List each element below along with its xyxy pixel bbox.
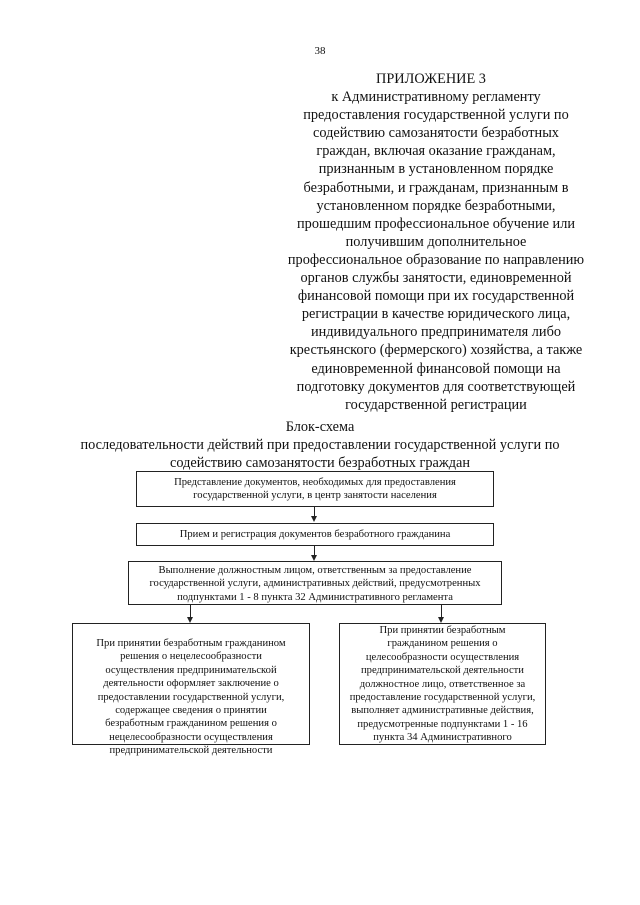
text-line: подпунктами 1 - 8 пункта 32 Администрати… — [177, 591, 453, 603]
text-line: гражданином решения о — [387, 638, 498, 650]
text-line: предпринимательской деятельности — [109, 745, 273, 757]
text-line: прошедшим профессиональное обучение или — [297, 215, 575, 232]
flowchart-heading: Блок-схема последовательности действий п… — [0, 419, 640, 472]
text-line: органов службы занятости, единовременной — [300, 270, 572, 287]
arrow-down-icon — [311, 555, 317, 561]
flowchart-subtitle: последовательности действий при предоста… — [0, 437, 640, 473]
text-line: подготовку документов для соответствующе… — [296, 378, 576, 395]
page-number: 38 — [314, 45, 326, 57]
appendix-header: ПРИЛОЖЕНИЕ 3 к Административному регламе… — [268, 70, 604, 414]
flow-step-submit-documents: Представление документов, необходимых дл… — [136, 471, 494, 507]
text-line: предпринимательской деятельности — [361, 665, 524, 677]
flow-step-register-documents: Прием и регистрация документов безработн… — [136, 523, 494, 546]
text-line: содержащее сведения о принятии — [115, 705, 267, 717]
connector-line — [190, 605, 191, 619]
text-line: Выполнение должностным лицом, ответствен… — [158, 565, 472, 576]
text-line: финансовой помощи при их государственной — [297, 288, 575, 305]
text-line: решения о нецелесообразности — [120, 651, 262, 663]
text-line: Прием и регистрация документов безработн… — [179, 529, 451, 540]
text-line: государственной регистрации — [345, 396, 527, 413]
text-line: единовременной финансовой помощи на — [311, 360, 561, 377]
text-line: пункта 34 Административного — [373, 732, 512, 744]
text-line: государственной услуги, в центр занятост… — [193, 490, 437, 502]
text-line: профессиональное образование по направле… — [287, 251, 585, 268]
text-line: При принятии безработным гражданином — [96, 638, 286, 649]
text-line: индивидуального предпринимателя либо — [310, 324, 561, 341]
text-line: содействию самозанятости безработных гра… — [170, 454, 470, 471]
text-line: предусмотренные подпунктами 1 - 16 — [357, 718, 528, 730]
arrow-down-icon — [438, 617, 444, 623]
text-line: предоставлении государственной услуги, — [97, 691, 285, 703]
text-line: последовательности действий при предоста… — [80, 436, 560, 453]
text-line: Представление документов, необходимых дл… — [174, 477, 456, 488]
connector-line — [441, 605, 442, 619]
text-line: получившим дополнительное — [345, 233, 527, 250]
arrow-down-icon — [311, 516, 317, 522]
flowchart-title: Блок-схема — [285, 419, 355, 435]
text-line: безработным гражданином решения о — [105, 718, 277, 730]
arrow-down-icon — [187, 617, 193, 623]
text-line: признанным в установленном порядке — [318, 161, 554, 178]
text-line: безработными, и гражданам, признанным в — [303, 179, 569, 196]
flow-step-administrative-actions: Выполнение должностным лицом, ответствен… — [128, 561, 502, 605]
text-line: должностное лицо, ответственное за — [359, 678, 526, 690]
text-line: целесообразности осуществления — [365, 651, 520, 663]
connector-line — [314, 546, 315, 557]
text-line: предоставление государственной услуги, — [349, 692, 536, 704]
text-line: осуществления предпринимательской — [105, 664, 277, 676]
text-line: государственной услуги, административных… — [149, 578, 481, 590]
text-line: деятельности оформляет заключение о — [103, 678, 279, 690]
text-line: установленном порядке безработными, — [316, 197, 556, 214]
flow-branch-expedient: При принятии безработным гражданином реше… — [339, 623, 546, 745]
text-line: выполняет административные действия, — [351, 705, 534, 717]
text-line: содействию самозанятости безработных — [313, 125, 559, 142]
text-line: крестьянского (фермерского) хозяйства, а… — [289, 342, 583, 359]
connector-line — [314, 507, 315, 518]
flow-branch-not-expedient: При принятии безработным гражданином реше… — [72, 623, 310, 756]
text-line: к Административному регламенту — [331, 89, 541, 106]
text-line: регистрации в качестве юридического лица… — [301, 306, 571, 323]
text-line: граждан, включая оказание гражданам, — [316, 143, 556, 160]
text-line: При принятии безработным — [379, 625, 506, 636]
appendix-title: ПРИЛОЖЕНИЕ 3 — [376, 71, 486, 87]
text-line: предоставления государственной услуги по — [303, 107, 569, 124]
text-line: нецелесообразности осуществления — [109, 731, 273, 743]
